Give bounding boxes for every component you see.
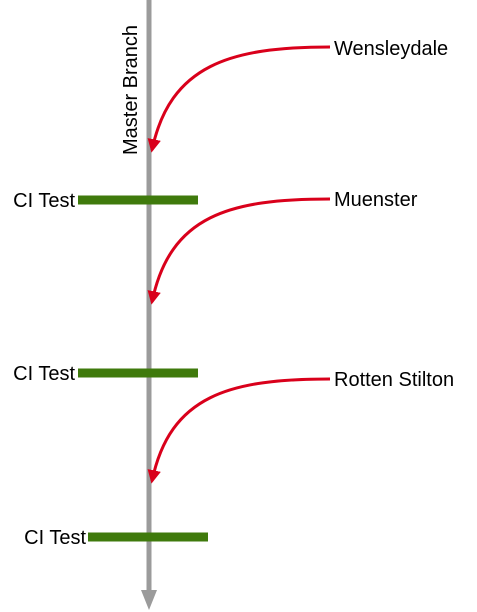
master-branch-label: Master Branch — [120, 25, 142, 155]
master-branch-arrowhead — [141, 590, 157, 610]
ci-test-3: CI Test — [24, 527, 208, 549]
ci-test-label: CI Test — [13, 190, 75, 212]
ci-test-1: CI Test — [13, 190, 198, 212]
merge-label: Rotten Stilton — [334, 369, 454, 391]
merge-wensleydale: Wensleydale — [147, 38, 448, 153]
merge-muenster: Muenster — [147, 189, 418, 305]
merge-rotten-stilton: Rotten Stilton — [147, 369, 454, 484]
merge-arrow — [147, 377, 331, 484]
master-branch: Master Branch — [120, 0, 157, 610]
ci-test-label: CI Test — [13, 363, 75, 385]
ci-test-label: CI Test — [24, 527, 86, 549]
merge-arrow — [147, 197, 331, 305]
merge-label: Wensleydale — [334, 38, 448, 60]
merge-label: Muenster — [334, 189, 418, 211]
ci-test-2: CI Test — [13, 363, 198, 385]
merge-arrow — [147, 45, 331, 153]
